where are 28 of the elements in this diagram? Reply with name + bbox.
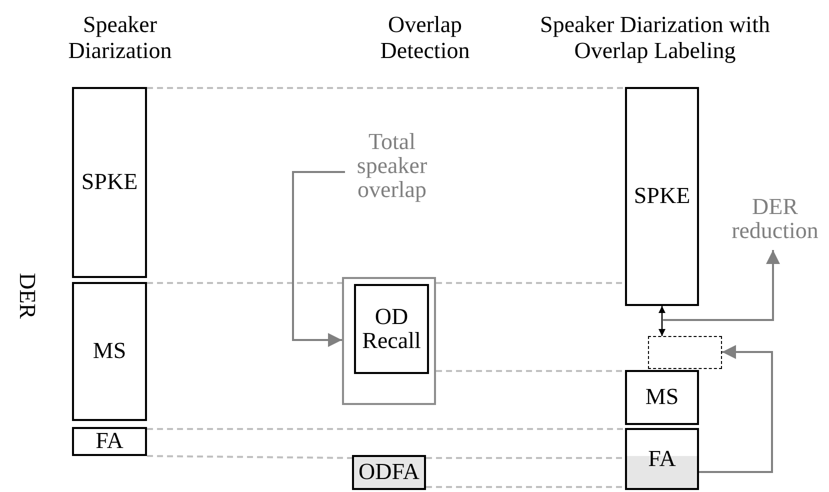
metric-box: MS <box>72 282 147 421</box>
metric-box: ODFA <box>352 455 426 490</box>
guide-line <box>147 282 342 284</box>
metric-box: FA <box>625 428 699 490</box>
axis-label: DER <box>14 272 40 317</box>
column-heading: Overlap Detection <box>379 12 471 64</box>
metric-box: SPKE <box>72 87 147 278</box>
metric-box: OD Recall <box>354 284 429 374</box>
arrow <box>292 171 345 347</box>
empty-dashed-box <box>648 336 722 369</box>
arrow <box>663 250 780 321</box>
guide-line <box>436 370 625 372</box>
annotation-text: Total speaker overlap <box>345 126 439 206</box>
guide-line <box>147 455 352 459</box>
column-heading: Speaker Diarization <box>67 12 173 64</box>
metric-box: MS <box>625 370 699 425</box>
outline-box <box>342 277 436 405</box>
guide-line <box>147 428 625 430</box>
guide-line <box>426 457 625 459</box>
metric-box: FA <box>72 427 147 456</box>
annotation-text: DER reduction <box>722 188 828 250</box>
arrow <box>699 345 773 473</box>
guide-line <box>426 486 625 488</box>
column-heading: Speaker Diarization with Overlap Labeling <box>539 12 771 64</box>
arrow <box>658 306 666 336</box>
guide-line <box>436 282 625 284</box>
guide-line <box>147 87 625 89</box>
metric-box: SPKE <box>625 87 699 306</box>
